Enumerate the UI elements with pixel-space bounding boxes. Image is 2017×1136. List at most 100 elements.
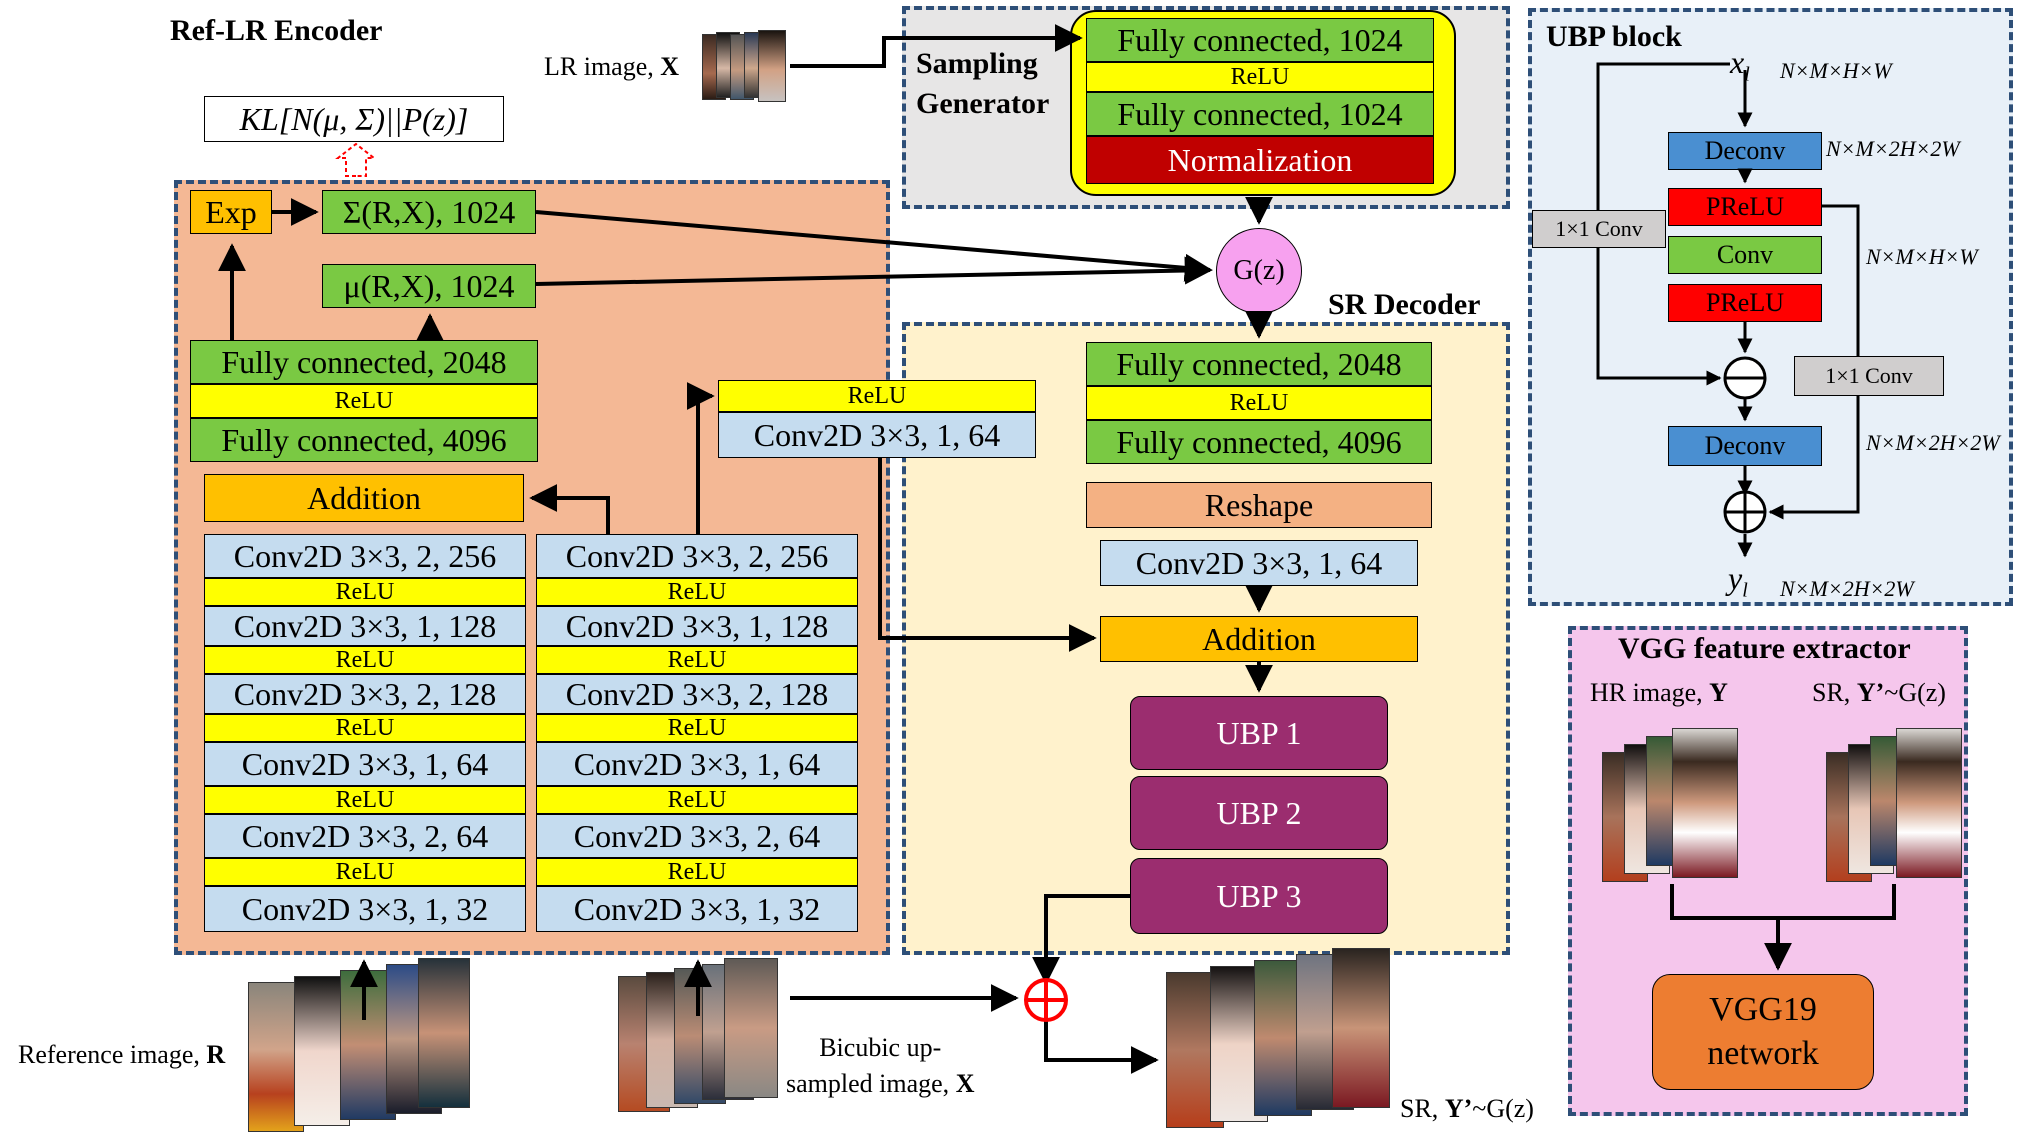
ubp-conv: Conv xyxy=(1668,236,1822,274)
vgg-sr-label: SR, Y’~G(z) xyxy=(1812,678,1946,708)
relu-layer: ReLU xyxy=(204,578,526,606)
lr-image-symbol: X xyxy=(660,52,680,81)
sigma-block: Σ(R,X), 1024 xyxy=(322,190,536,234)
vgg-sr-prefix: SR, xyxy=(1812,678,1857,707)
bicubic-symbol: X xyxy=(955,1069,975,1098)
lr-image-prefix: LR image, xyxy=(544,52,661,81)
decoder-addition: Addition xyxy=(1100,616,1418,662)
relu-layer: ReLU xyxy=(204,646,526,674)
yl-sub: l xyxy=(1742,579,1748,602)
sr-decoder-title: SR Decoder xyxy=(1328,288,1481,321)
face-thumbnail xyxy=(1672,728,1738,878)
conv-layer: Conv2D 3×3, 1, 128 xyxy=(204,606,526,646)
vgg19-line1: VGG19 xyxy=(1709,991,1817,1028)
hr-image-stack xyxy=(1602,728,1742,886)
sr-output-label: SR, Y’~G(z) xyxy=(1400,1094,1534,1124)
relu-layer: ReLU xyxy=(536,786,858,814)
sr-output-stack xyxy=(1166,948,1390,1132)
face-thumbnail xyxy=(724,958,778,1098)
ubp-deconv-2: Deconv xyxy=(1668,426,1822,466)
kl-loss-box: KL[N(μ, Σ)||P(z)] xyxy=(204,96,504,142)
face-thumbnail xyxy=(418,958,470,1108)
decoder-conv: Conv2D 3×3, 1, 64 xyxy=(1100,540,1418,586)
ubp-prelu-1: PReLU xyxy=(1668,188,1822,226)
conv-layer: Conv2D 3×3, 1, 64 xyxy=(204,742,526,786)
ubp-1x1-conv-left: 1×1 Conv xyxy=(1532,210,1666,248)
ubp-output-symbol: yl xyxy=(1728,560,1748,602)
bicubic-label: Bicubic up- sampled image, X xyxy=(786,1030,974,1102)
normalization-block: Normalization xyxy=(1086,136,1434,184)
reshape-block: Reshape xyxy=(1086,482,1432,528)
encoder-right-conv-stack: Conv2D 3×3, 2, 256 ReLU Conv2D 3×3, 1, 1… xyxy=(536,534,858,932)
relu-layer: ReLU xyxy=(536,714,858,742)
ubp-1-block: UBP 1 xyxy=(1130,696,1388,770)
relu-layer: ReLU xyxy=(536,646,858,674)
ubp-deconv-2-dim: N×M×2H×2W xyxy=(1866,430,2000,455)
reference-prefix: Reference image, xyxy=(18,1040,207,1069)
bicubic-image-stack xyxy=(618,958,778,1116)
ubp-deconv-1-dim: N×M×2H×2W xyxy=(1826,136,1960,161)
xl-sub: l xyxy=(1744,63,1750,86)
face-thumbnail xyxy=(1332,948,1390,1108)
decoder-fc-2048: Fully connected, 2048 xyxy=(1086,342,1432,386)
conv-layer: Conv2D 3×3, 2, 64 xyxy=(204,814,526,858)
encoder-fc-relu: ReLU xyxy=(190,384,538,418)
gz-node: G(z) xyxy=(1216,228,1302,314)
ubp-output-dim: N×M×2H×2W xyxy=(1780,576,1914,601)
relu-layer: ReLU xyxy=(536,578,858,606)
face-thumbnail xyxy=(758,30,786,102)
xl-var: x xyxy=(1730,44,1745,80)
sr-output-prefix: SR, xyxy=(1400,1094,1445,1123)
sampling-relu: ReLU xyxy=(1086,62,1434,92)
sampling-fc-2: Fully connected, 1024 xyxy=(1086,92,1434,136)
sampling-title-line1: Sampling xyxy=(916,47,1038,80)
encoder-addition: Addition xyxy=(204,474,524,522)
decoder-fc-4096: Fully connected, 4096 xyxy=(1086,420,1432,464)
conv-layer: Conv2D 3×3, 1, 32 xyxy=(204,886,526,932)
reference-image-label: Reference image, R xyxy=(18,1040,225,1070)
ubp-2-block: UBP 2 xyxy=(1130,776,1388,850)
conv-layer: Conv2D 3×3, 1, 128 xyxy=(536,606,858,646)
ubp-prelu-2: PReLU xyxy=(1668,284,1822,322)
sr-output-symbol: Y’ xyxy=(1444,1094,1473,1123)
vgg-title: VGG feature extractor xyxy=(1618,632,1911,665)
reference-image-stack xyxy=(248,958,470,1134)
sampling-generator-title: Sampling Generator xyxy=(916,44,1049,124)
lr-image-stack xyxy=(702,30,788,104)
bicubic-prefix: sampled image, xyxy=(786,1069,956,1098)
conv-layer: Conv2D 3×3, 2, 128 xyxy=(536,674,858,714)
relu-layer: ReLU xyxy=(204,786,526,814)
vgg-hr-label: HR image, Y xyxy=(1590,678,1728,708)
bicubic-line2: sampled image, X xyxy=(786,1066,974,1102)
decoder-fc-relu: ReLU xyxy=(1086,386,1432,420)
ubp-block-title: UBP block xyxy=(1546,20,1682,53)
ubp-input-symbol: xl xyxy=(1730,44,1750,86)
ubp-3-block: UBP 3 xyxy=(1130,858,1388,934)
vgg19-network: VGG19 network xyxy=(1652,974,1874,1090)
sr-output-suffix: ~G(z) xyxy=(1472,1094,1534,1123)
mu-block: μ(R,X), 1024 xyxy=(322,264,536,308)
face-thumbnail xyxy=(1896,728,1962,878)
exp-block: Exp xyxy=(190,190,272,234)
conv-layer: Conv2D 3×3, 2, 128 xyxy=(204,674,526,714)
side-relu: ReLU xyxy=(718,380,1036,412)
relu-layer: ReLU xyxy=(204,858,526,886)
vgg-sr-symbol: Y’ xyxy=(1856,678,1885,707)
sampling-title-line2: Generator xyxy=(916,87,1050,120)
relu-layer: ReLU xyxy=(536,858,858,886)
ubp-input-dim: N×M×H×W xyxy=(1780,58,1892,83)
conv-layer: Conv2D 3×3, 2, 256 xyxy=(536,534,858,578)
encoder-fc-2048: Fully connected, 2048 xyxy=(190,340,538,384)
vgg-hr-prefix: HR image, xyxy=(1590,678,1710,707)
ubp-mid-dim: N×M×H×W xyxy=(1866,244,1978,269)
sr-vgg-image-stack xyxy=(1826,728,1966,886)
lr-image-label: LR image, X xyxy=(544,52,679,82)
bicubic-line1: Bicubic up- xyxy=(819,1033,942,1062)
yl-var: y xyxy=(1728,560,1743,596)
relu-layer: ReLU xyxy=(204,714,526,742)
side-conv: Conv2D 3×3, 1, 64 xyxy=(718,412,1036,458)
reference-symbol: R xyxy=(206,1040,226,1069)
encoder-fc-4096: Fully connected, 4096 xyxy=(190,418,538,462)
kl-loss-text: KL[N(μ, Σ)||P(z)] xyxy=(239,100,469,137)
conv-layer: Conv2D 3×3, 2, 64 xyxy=(536,814,858,858)
